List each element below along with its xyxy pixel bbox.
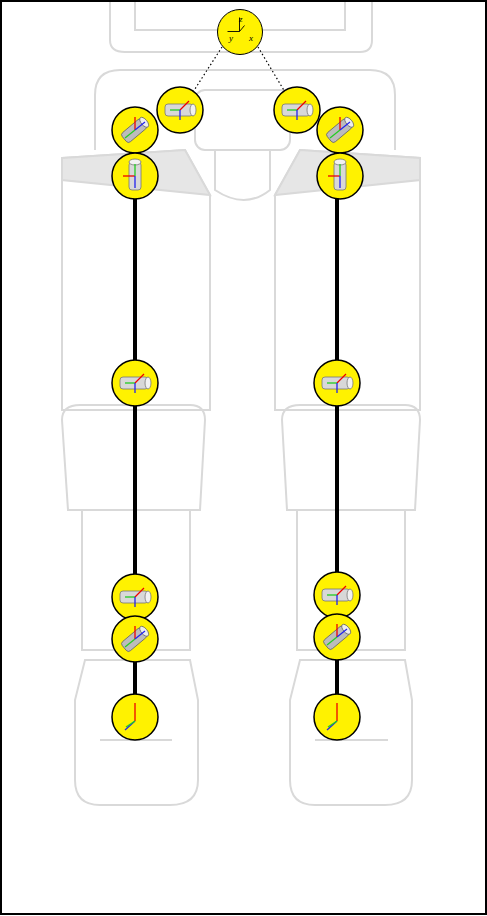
frame-circle: z y x — [217, 9, 263, 55]
axis-label: x — [249, 34, 253, 43]
axis-label: y — [229, 34, 233, 43]
axis-label: z — [239, 15, 243, 24]
